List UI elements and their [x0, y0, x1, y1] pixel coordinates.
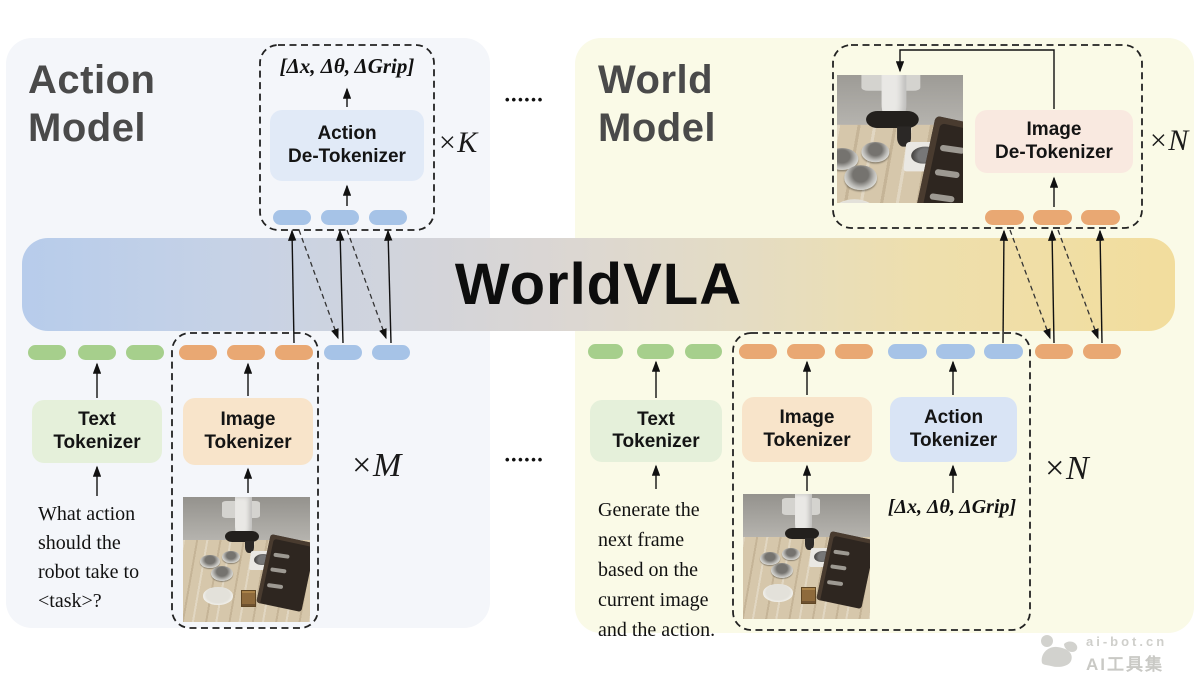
- robot-mount: [784, 527, 820, 539]
- repeat-m-label: ×M: [350, 447, 402, 484]
- sequence-dots-top: ••••••: [505, 92, 545, 107]
- box-object: [801, 586, 817, 604]
- world-model-title: World Model: [598, 58, 717, 150]
- plate: [203, 587, 233, 605]
- image-tokenizer-box: Image Tokenizer: [183, 398, 313, 465]
- image-token: [787, 344, 825, 359]
- image-detokenizer-box: Image De-Tokenizer: [975, 110, 1133, 173]
- bowl: [861, 141, 889, 162]
- drawer-handle: [827, 579, 845, 586]
- text-tokenizer-box: Text Tokenizer: [32, 400, 162, 463]
- image-token: [179, 345, 217, 360]
- action-detokenizer-box: Action De-Tokenizer: [270, 110, 424, 181]
- text-token: [78, 345, 116, 360]
- robot-scene-photo: [183, 497, 310, 622]
- scene-content: [837, 75, 963, 203]
- watermark-text: ai-bot.cn AI工具集: [1086, 634, 1167, 675]
- repeat-k-label: ×K: [437, 126, 478, 159]
- plate: [763, 584, 793, 602]
- image-token: [835, 344, 873, 359]
- action-token: [936, 344, 975, 359]
- image-token: [1035, 344, 1073, 359]
- action-model-title: Action Model: [28, 58, 156, 150]
- image-token: [275, 345, 313, 360]
- drawer-handle: [273, 552, 291, 559]
- worldvla-banner: WorldVLA: [22, 238, 1175, 331]
- robot-arm: [235, 497, 252, 536]
- image-token: [985, 210, 1024, 225]
- watermark: ai-bot.cn AI工具集: [1038, 634, 1167, 675]
- action-token: [372, 345, 410, 360]
- scene-content: [183, 497, 310, 622]
- image-token: [1033, 210, 1072, 225]
- drawer-handle: [935, 169, 962, 179]
- action-input-label: [Δx, Δθ, ΔGrip]: [887, 496, 1017, 518]
- action-token: [369, 210, 407, 225]
- drawer-handle: [833, 549, 851, 556]
- text-token: [637, 344, 674, 359]
- current-frame-photo: [743, 494, 870, 619]
- drawer-handle: [270, 567, 288, 574]
- action-token: [888, 344, 927, 359]
- banner-title: WorldVLA: [454, 252, 743, 317]
- image-token: [227, 345, 265, 360]
- robot-mount: [865, 110, 919, 129]
- text-token: [588, 344, 623, 359]
- action-token: [273, 210, 311, 225]
- sequence-dots-bottom: ••••••: [505, 452, 545, 467]
- bowl: [843, 165, 878, 190]
- robot-arm: [795, 494, 812, 533]
- drawer-handle: [940, 145, 963, 155]
- watermark-site: ai-bot.cn: [1086, 634, 1168, 649]
- repeat-n-top-label: ×N: [1148, 124, 1189, 157]
- image-tokenizer-box: Image Tokenizer: [742, 397, 872, 462]
- box-object: [241, 589, 257, 607]
- watermark-name: AI工具集: [1086, 655, 1164, 674]
- robot-mount: [224, 530, 260, 542]
- scene-content: [743, 494, 870, 619]
- drawer-handle: [930, 193, 957, 203]
- drawer-handle: [267, 582, 285, 589]
- drawer-handle: [830, 564, 848, 571]
- action-output-label: [Δx, Δθ, ΔGrip]: [279, 54, 415, 78]
- action-prompt-text: What action should the robot take to <ta…: [38, 503, 140, 612]
- action-token: [984, 344, 1023, 359]
- action-token: [324, 345, 362, 360]
- action-token: [321, 210, 359, 225]
- image-token: [1083, 344, 1121, 359]
- text-token: [28, 345, 66, 360]
- ai-bot-logo-icon: [1041, 635, 1078, 667]
- bowl: [770, 562, 793, 578]
- predicted-frame-photo: [837, 75, 963, 203]
- world-prompt-text: Generate the next frame based on the cur…: [598, 499, 716, 641]
- image-token: [1081, 210, 1120, 225]
- action-tokenizer-box: Action Tokenizer: [890, 397, 1017, 462]
- repeat-n-bottom-label: ×N: [1043, 450, 1089, 487]
- bowl: [210, 565, 233, 581]
- image-token: [739, 344, 777, 359]
- text-token: [685, 344, 722, 359]
- text-tokenizer-box: Text Tokenizer: [590, 400, 722, 462]
- text-token: [126, 345, 164, 360]
